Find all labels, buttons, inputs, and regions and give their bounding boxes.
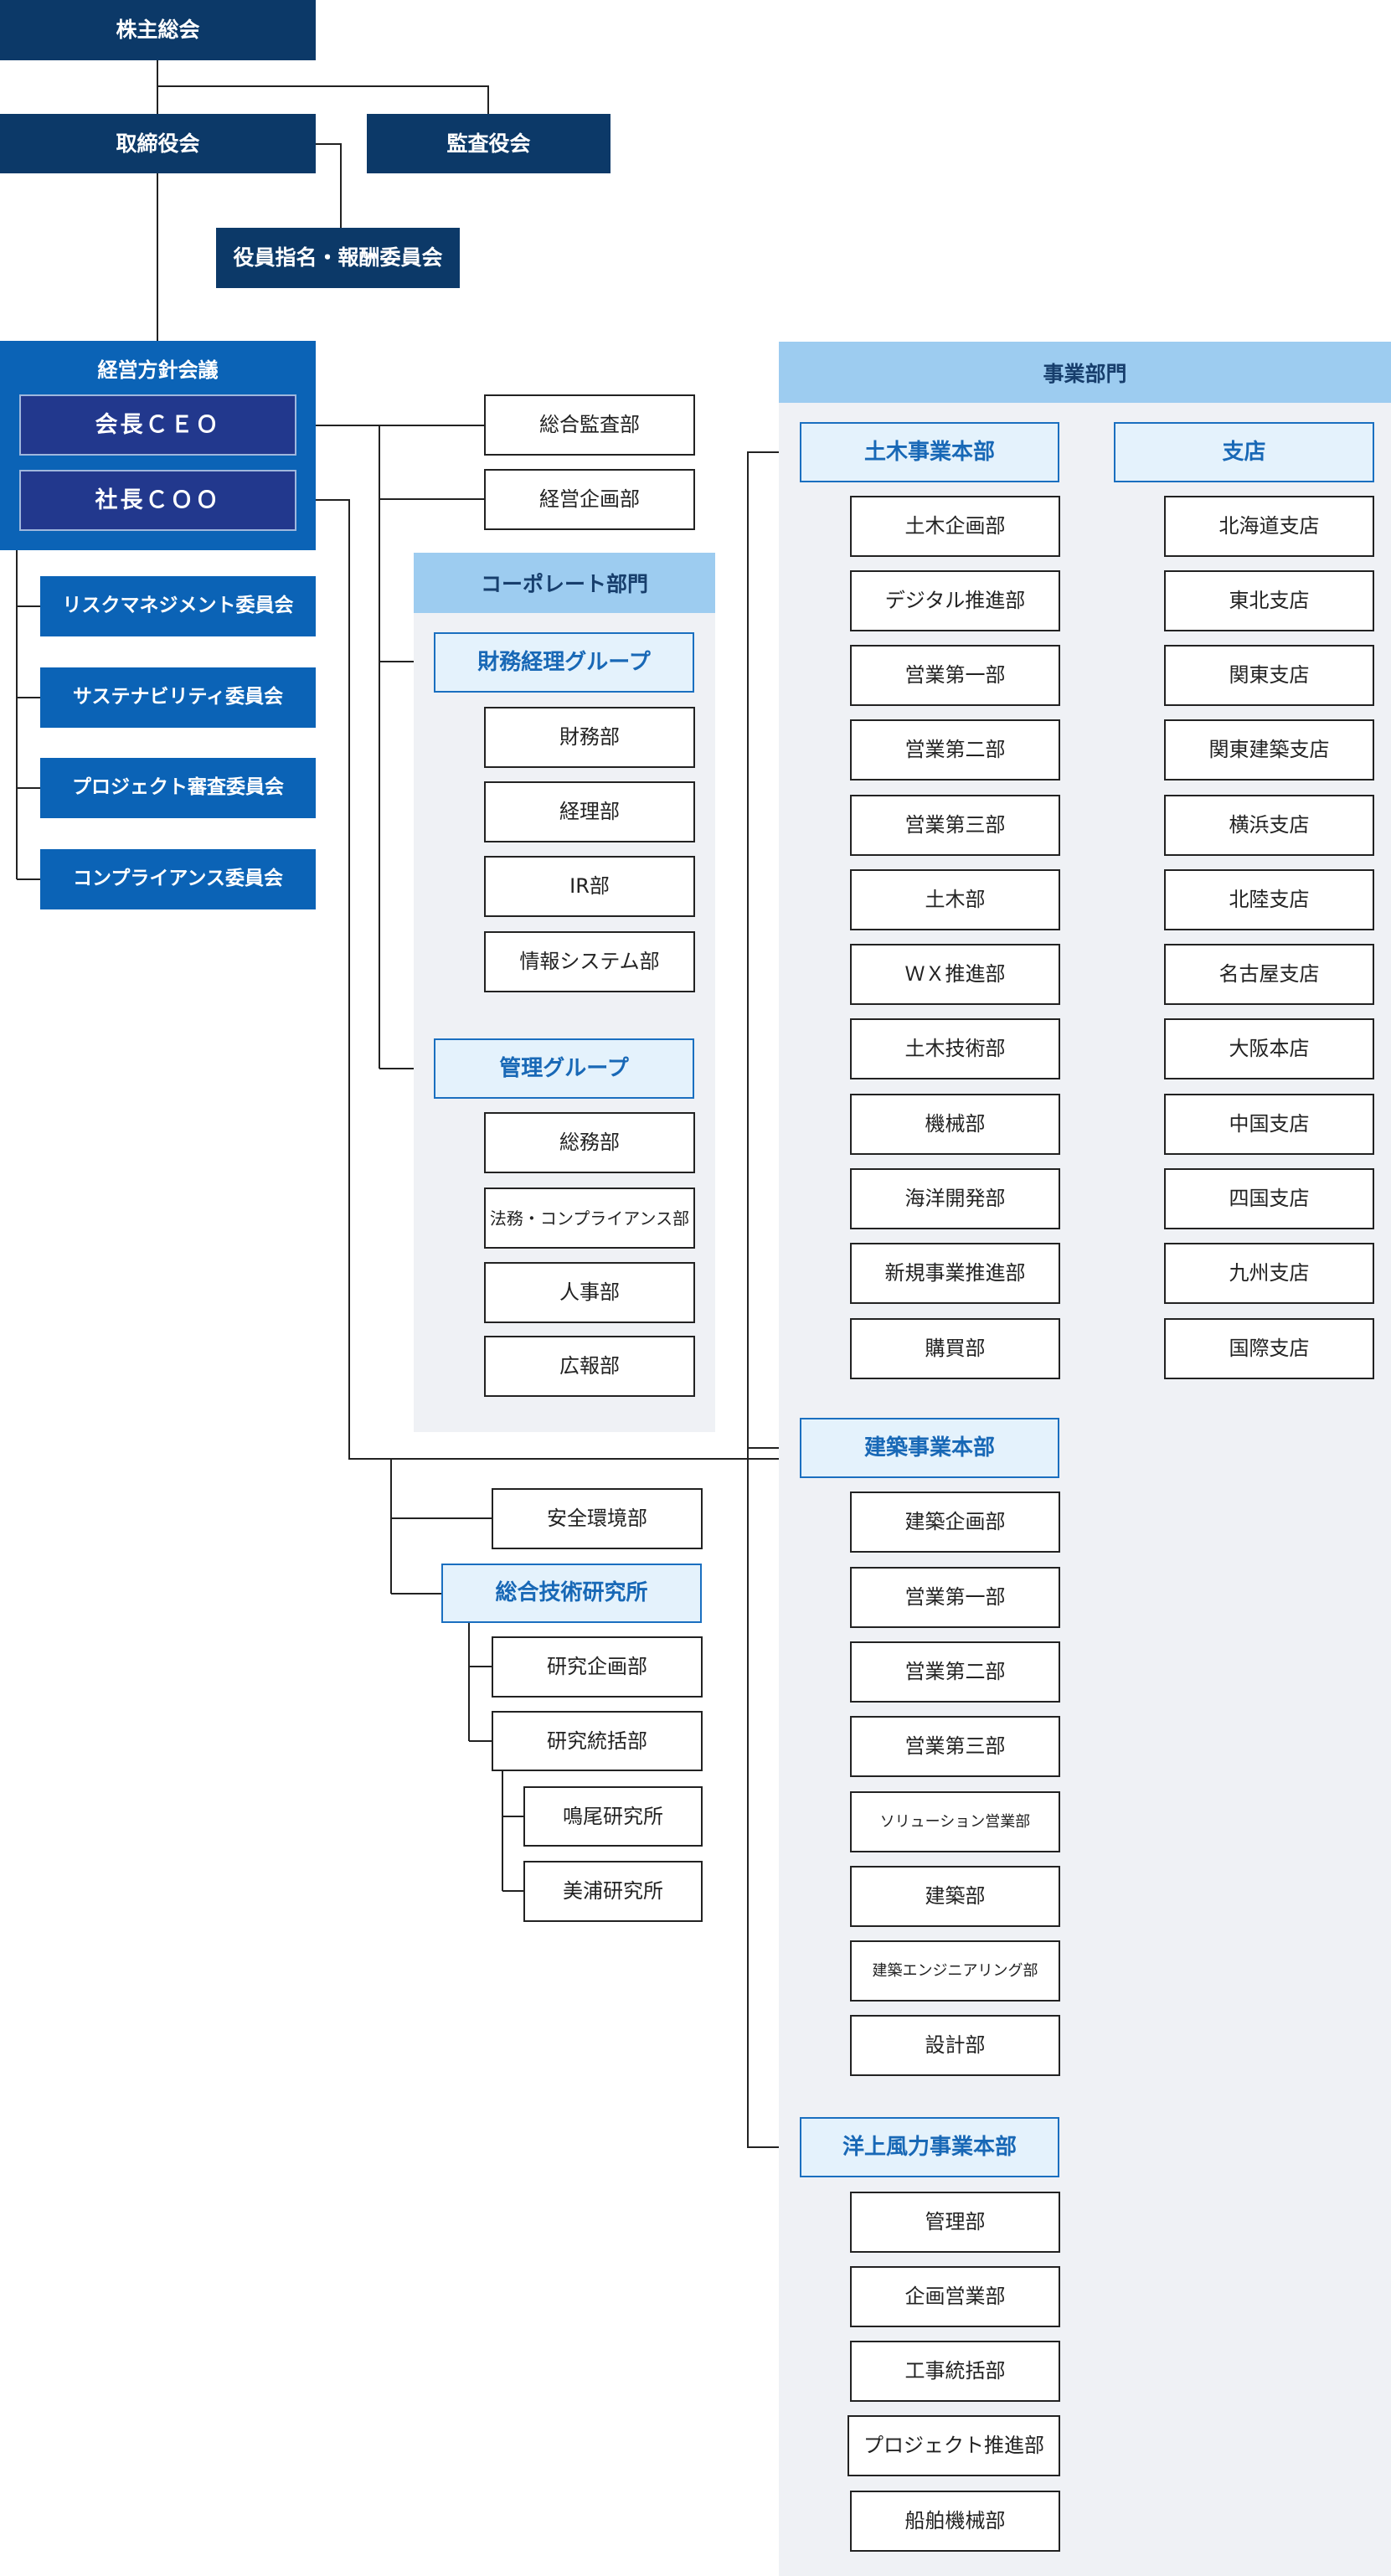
civil-dept: 購買部 (850, 1318, 1060, 1379)
committee-risk-management: リスクマネジメント委員会 (40, 576, 316, 636)
finance-dept: 財務部 (484, 707, 695, 768)
offshore-dept: プロジェクト推進部 (847, 2415, 1060, 2476)
branch-office: 大阪本店 (1164, 1018, 1374, 1079)
public-relations-dept: 広報部 (484, 1336, 695, 1397)
corporate-planning-dept: 経営企画部 (484, 469, 695, 530)
finance-group: 財務経理グループ (434, 632, 694, 693)
branch-office: 横浜支店 (1164, 795, 1374, 856)
branch-office: 北陸支店 (1164, 869, 1374, 930)
branch-office: 四国支店 (1164, 1168, 1374, 1229)
building-dept: 建築部 (850, 1866, 1060, 1927)
civil-dept: 海洋開発部 (850, 1168, 1060, 1229)
building-construction-hq: 建築事業本部 (800, 1418, 1059, 1478)
research-supervision-dept: 研究統括部 (492, 1711, 703, 1771)
offshore-dept: 企画営業部 (850, 2266, 1060, 2327)
building-dept: 建築企画部 (850, 1492, 1060, 1553)
ir-dept: IR部 (484, 856, 695, 917)
accounting-dept: 経理部 (484, 781, 695, 842)
branch-office: 北海道支店 (1164, 496, 1374, 557)
branch-office: 関東支店 (1164, 645, 1374, 706)
board-of-directors: 取締役会 (0, 114, 316, 173)
offshore-dept: 工事統括部 (850, 2341, 1060, 2402)
civil-dept: 機械部 (850, 1094, 1060, 1155)
general-affairs-dept: 総務部 (484, 1112, 695, 1173)
naruo-laboratory: 鳴尾研究所 (523, 1786, 703, 1847)
offshore-wind-hq: 洋上風力事業本部 (800, 2117, 1059, 2177)
building-dept: 建築エンジニアリング部 (850, 1940, 1060, 2002)
building-dept: 営業第一部 (850, 1567, 1060, 1628)
management-meeting-label: 経営方針会議 (97, 358, 219, 382)
branch-office: 関東建築支店 (1164, 719, 1374, 781)
civil-dept: 新規事業推進部 (850, 1243, 1060, 1304)
building-dept: 営業第二部 (850, 1641, 1060, 1703)
offshore-dept: 管理部 (850, 2192, 1060, 2253)
information-systems-dept: 情報システム部 (484, 931, 695, 992)
administration-group: 管理グループ (434, 1038, 694, 1099)
building-dept: ソリューション営業部 (850, 1791, 1060, 1852)
civil-dept: 土木企画部 (850, 496, 1060, 557)
shareholders-meeting: 株主総会 (0, 0, 316, 60)
internal-audit-dept: 総合監査部 (484, 394, 695, 456)
civil-dept: 土木部 (850, 869, 1060, 930)
civil-dept: ＷＸ推進部 (850, 944, 1060, 1005)
branch-office: 名古屋支店 (1164, 944, 1374, 1005)
corporate-panel-title: コーポレート部門 (414, 553, 715, 613)
building-dept: 設計部 (850, 2015, 1060, 2076)
civil-dept: デジタル推進部 (850, 570, 1060, 631)
human-resources-dept: 人事部 (484, 1262, 695, 1323)
offshore-dept: 船舶機械部 (850, 2491, 1060, 2552)
building-dept: 営業第三部 (850, 1716, 1060, 1777)
branches-header: 支店 (1114, 422, 1374, 482)
civil-dept: 営業第二部 (850, 719, 1060, 781)
branch-office: 中国支店 (1164, 1094, 1374, 1155)
civil-engineering-hq: 土木事業本部 (800, 422, 1059, 482)
committee-sustainability: サステナビリティ委員会 (40, 667, 316, 728)
technical-research-institute: 総合技術研究所 (441, 1564, 702, 1623)
committee-compliance: コンプライアンス委員会 (40, 849, 316, 909)
committee-project-review: プロジェクト審査委員会 (40, 758, 316, 818)
miura-laboratory: 美浦研究所 (523, 1861, 703, 1922)
business-panel-title: 事業部門 (779, 342, 1391, 403)
legal-compliance-dept: 法務・コンプライアンス部 (484, 1188, 695, 1249)
civil-dept: 営業第三部 (850, 795, 1060, 856)
safety-environment-dept: 安全環境部 (492, 1488, 703, 1549)
research-planning-dept: 研究企画部 (492, 1636, 703, 1698)
civil-dept: 土木技術部 (850, 1018, 1060, 1079)
branch-office: 東北支店 (1164, 570, 1374, 631)
audit-board: 監査役会 (367, 114, 610, 173)
nomination-compensation-committee: 役員指名・報酬委員会 (216, 228, 460, 288)
civil-dept: 営業第一部 (850, 645, 1060, 706)
president-coo: 社長ＣＯＯ (19, 470, 296, 531)
branch-office: 九州支店 (1164, 1243, 1374, 1304)
branch-office: 国際支店 (1164, 1318, 1374, 1379)
chairman-ceo: 会長ＣＥＯ (19, 394, 296, 456)
